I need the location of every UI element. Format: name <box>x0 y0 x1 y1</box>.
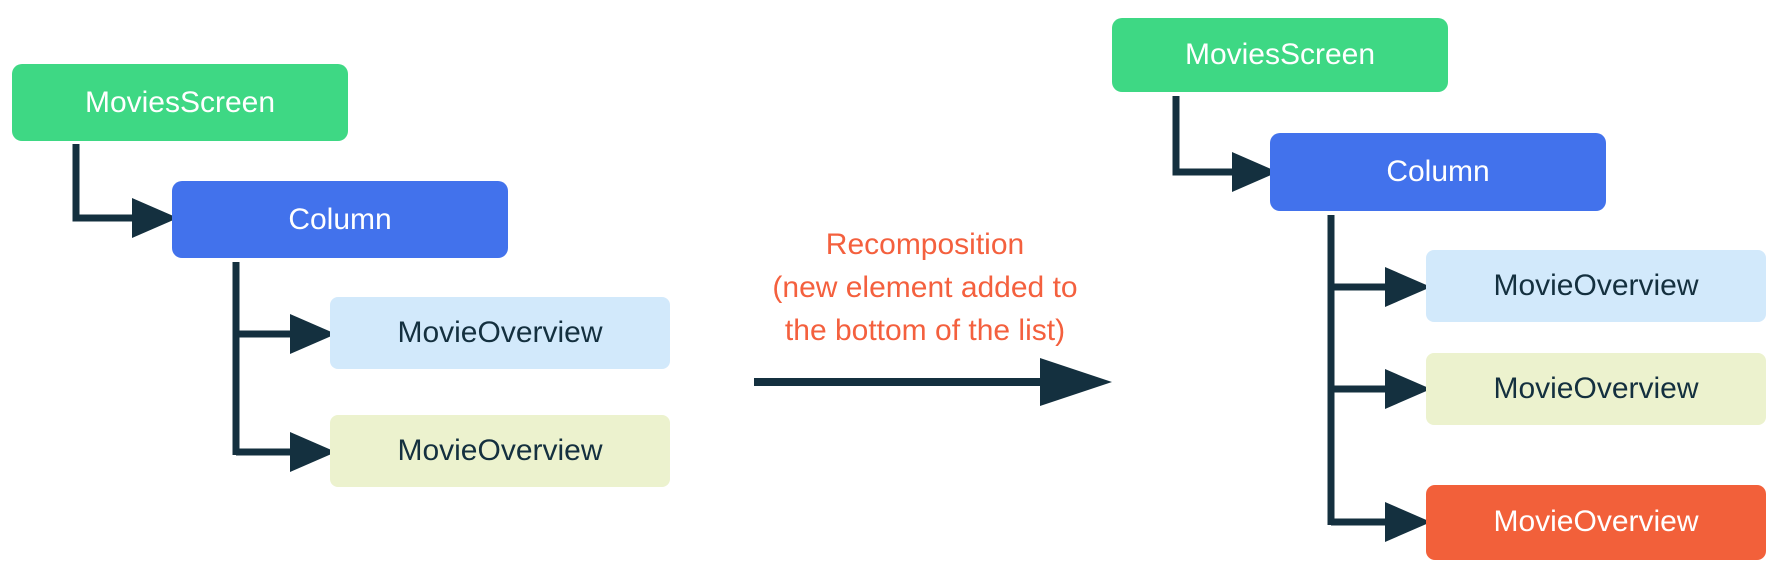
node-movie-overview-1-before[interactable]: MovieOverview <box>330 297 670 369</box>
transition-arrowhead-icon <box>1040 358 1112 406</box>
arrowhead-icon <box>1385 502 1431 542</box>
connector-line <box>72 144 138 222</box>
before-tree: MoviesScreen Column <box>12 64 670 487</box>
node-movie-overview-3-after[interactable]: MovieOverview <box>1426 485 1766 560</box>
node-box <box>1112 18 1448 92</box>
connector-column-children-after <box>1327 215 1431 542</box>
node-box <box>330 297 670 369</box>
node-box <box>1270 133 1606 211</box>
node-label: MovieOverview <box>1493 505 1698 538</box>
connector-line <box>1172 96 1238 176</box>
node-label: Column <box>1386 155 1489 188</box>
node-label: MoviesScreen <box>1185 38 1375 71</box>
transition-line-1: Recomposition <box>826 228 1024 261</box>
node-label: MovieOverview <box>397 434 602 467</box>
node-movies-screen-after[interactable]: MoviesScreen <box>1112 18 1448 92</box>
after-tree: MoviesScreen Column <box>1112 18 1766 560</box>
transition-line-2: (new element added to <box>772 271 1077 304</box>
node-box <box>172 181 508 258</box>
node-box <box>330 415 670 487</box>
connector-movies-screen-to-column-before <box>72 144 178 238</box>
node-box <box>1426 353 1766 425</box>
arrowhead-icon <box>1385 267 1431 307</box>
node-column-before[interactable]: Column <box>172 181 508 258</box>
node-label: MoviesScreen <box>85 86 275 119</box>
node-box <box>1426 485 1766 560</box>
node-column-after[interactable]: Column <box>1270 133 1606 211</box>
node-label: Column <box>288 203 391 236</box>
node-movie-overview-2-after[interactable]: MovieOverview <box>1426 353 1766 425</box>
transition-group: Recomposition (new element added to the … <box>754 228 1112 406</box>
node-movie-overview-1-after[interactable]: MovieOverview <box>1426 250 1766 322</box>
connector-movies-screen-to-column-after <box>1172 96 1278 192</box>
node-movie-overview-2-before[interactable]: MovieOverview <box>330 415 670 487</box>
arrowhead-icon <box>1232 152 1278 192</box>
transition-arrow-icon <box>754 358 1112 406</box>
node-box <box>12 64 348 141</box>
node-box <box>1426 250 1766 322</box>
node-movies-screen-before[interactable]: MoviesScreen <box>12 64 348 141</box>
node-label: MovieOverview <box>397 316 602 349</box>
node-label: MovieOverview <box>1493 269 1698 302</box>
transition-line-3: the bottom of the list) <box>785 314 1065 347</box>
arrowhead-icon <box>290 314 336 354</box>
connector-column-children-before <box>232 262 336 472</box>
node-label: MovieOverview <box>1493 372 1698 405</box>
arrowhead-icon <box>290 432 336 472</box>
arrowhead-icon <box>1385 369 1431 409</box>
arrowhead-icon <box>132 198 178 238</box>
